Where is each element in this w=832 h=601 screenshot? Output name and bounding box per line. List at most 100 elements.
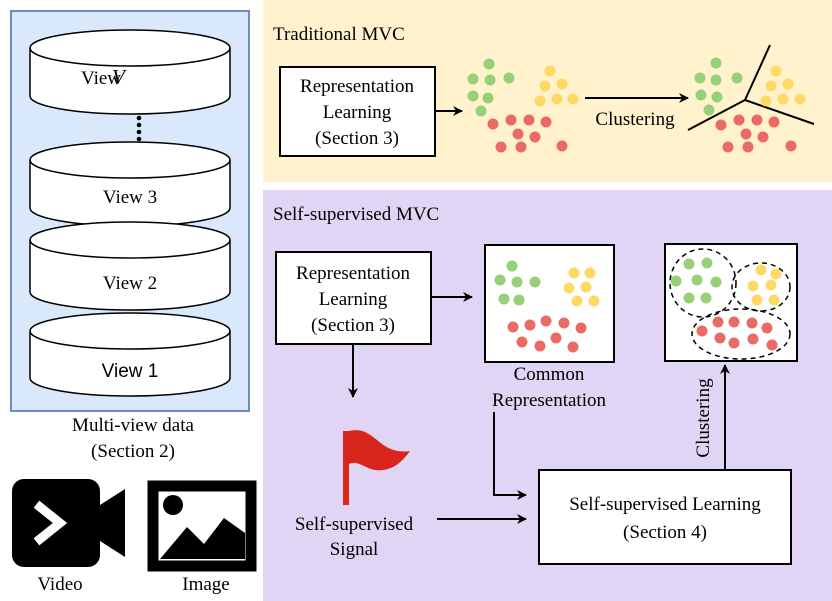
selfsup-representation-box <box>275 251 432 345</box>
yellow-point <box>765 279 777 291</box>
red-point <box>714 332 726 344</box>
ssl-box-line2: (Section 4) <box>623 522 707 543</box>
green-point <box>475 105 487 117</box>
red-point <box>751 114 763 126</box>
red-point <box>507 321 519 333</box>
view-cylinder-1: View 1 <box>29 312 231 397</box>
red-point <box>757 131 769 143</box>
common-representation-scatter <box>494 260 600 353</box>
green-point <box>694 72 706 84</box>
green-point <box>467 73 479 85</box>
red-point <box>556 140 568 152</box>
yellow-point <box>556 78 568 90</box>
green-point <box>683 258 695 270</box>
yellow-point <box>563 282 575 294</box>
green-point <box>711 91 723 103</box>
yellow-point <box>770 268 782 280</box>
view-1-label: View 1 <box>102 361 159 382</box>
green-point <box>494 274 506 286</box>
ellipsis-dots <box>136 115 142 142</box>
red-point <box>785 140 797 152</box>
signal-label-line2: Signal <box>330 539 379 560</box>
traditional-representation-box <box>279 66 436 157</box>
green-point <box>710 57 722 69</box>
red-point <box>761 322 773 334</box>
green-point <box>529 276 541 288</box>
yellow-point <box>782 78 794 90</box>
selfsup-clustering-label: Clustering <box>693 378 714 458</box>
video-icon <box>12 479 125 567</box>
green-point <box>695 89 707 101</box>
red-point <box>540 315 552 327</box>
cluster-dashed-ellipses <box>669 248 791 360</box>
red-point <box>712 316 724 328</box>
red-point <box>529 131 541 143</box>
view-cylinder-3: View 3 <box>29 141 231 227</box>
ssl-box-line1: Self-supervised Learning <box>569 494 761 515</box>
red-point <box>733 114 745 126</box>
yellow-point <box>580 281 592 293</box>
green-point <box>503 72 515 84</box>
red-point <box>523 114 535 126</box>
yellow-point <box>770 65 782 77</box>
view-cylinder-2: View 2 <box>29 221 231 311</box>
view-v-label: View <box>81 68 121 89</box>
green-point <box>691 274 703 286</box>
red-point <box>515 141 527 153</box>
multiview-caption-title: Multi-view data <box>72 415 194 436</box>
image-label: Image <box>182 574 229 595</box>
video-label: Video <box>37 574 82 595</box>
green-point <box>710 276 722 288</box>
traditional-box-line3: (Section 3) <box>315 128 399 149</box>
selfsup-title: Self-supervised MVC <box>273 204 439 225</box>
red-point <box>715 119 727 131</box>
selfsup-box-line2: Learning <box>319 289 388 310</box>
green-point <box>498 293 510 305</box>
view-v-variable: V <box>112 65 127 89</box>
green-point <box>731 72 743 84</box>
image-icon <box>147 480 257 572</box>
red-point <box>567 341 579 353</box>
traditional-box-line1: Representation <box>300 76 414 97</box>
green-point <box>482 92 494 104</box>
green-point <box>700 292 712 304</box>
green-point <box>683 292 695 304</box>
yellow-point <box>765 80 777 92</box>
red-point <box>524 319 536 331</box>
red-point <box>722 141 734 153</box>
green-point <box>506 260 518 272</box>
selfsup-box-line3: (Section 3) <box>311 315 395 336</box>
green-point <box>701 257 713 269</box>
yellow-point <box>567 93 579 105</box>
yellow-point <box>539 80 551 92</box>
yellow-point <box>751 294 763 306</box>
red-point <box>550 332 562 344</box>
traditional-box-line2: Learning <box>323 102 392 123</box>
selfsup-box-line1: Representation <box>296 263 410 284</box>
green-point <box>483 58 495 70</box>
common-label-line2: Representation <box>492 390 606 411</box>
green-point <box>670 275 682 287</box>
green-point <box>484 74 496 86</box>
traditional-clustering-label: Clustering <box>595 109 675 130</box>
green-point <box>710 74 722 86</box>
signal-label-line1: Self-supervised <box>295 514 414 535</box>
yellow-point <box>777 93 789 105</box>
yellow-point <box>760 95 772 107</box>
red-point <box>766 339 778 351</box>
red-point <box>558 317 570 329</box>
red-point <box>747 333 759 345</box>
red-point <box>768 116 780 128</box>
view-cylinder-v: View V <box>29 29 231 115</box>
ssl-box <box>538 469 792 565</box>
red-point <box>540 116 552 128</box>
red-point <box>575 322 587 334</box>
red-point <box>728 316 740 328</box>
red-point <box>516 336 528 348</box>
yellow-point <box>794 93 806 105</box>
red-point <box>512 128 524 140</box>
yellow-point <box>534 95 546 107</box>
flag-icon <box>343 430 410 505</box>
yellow-point <box>544 65 556 77</box>
yellow-point <box>571 295 583 307</box>
